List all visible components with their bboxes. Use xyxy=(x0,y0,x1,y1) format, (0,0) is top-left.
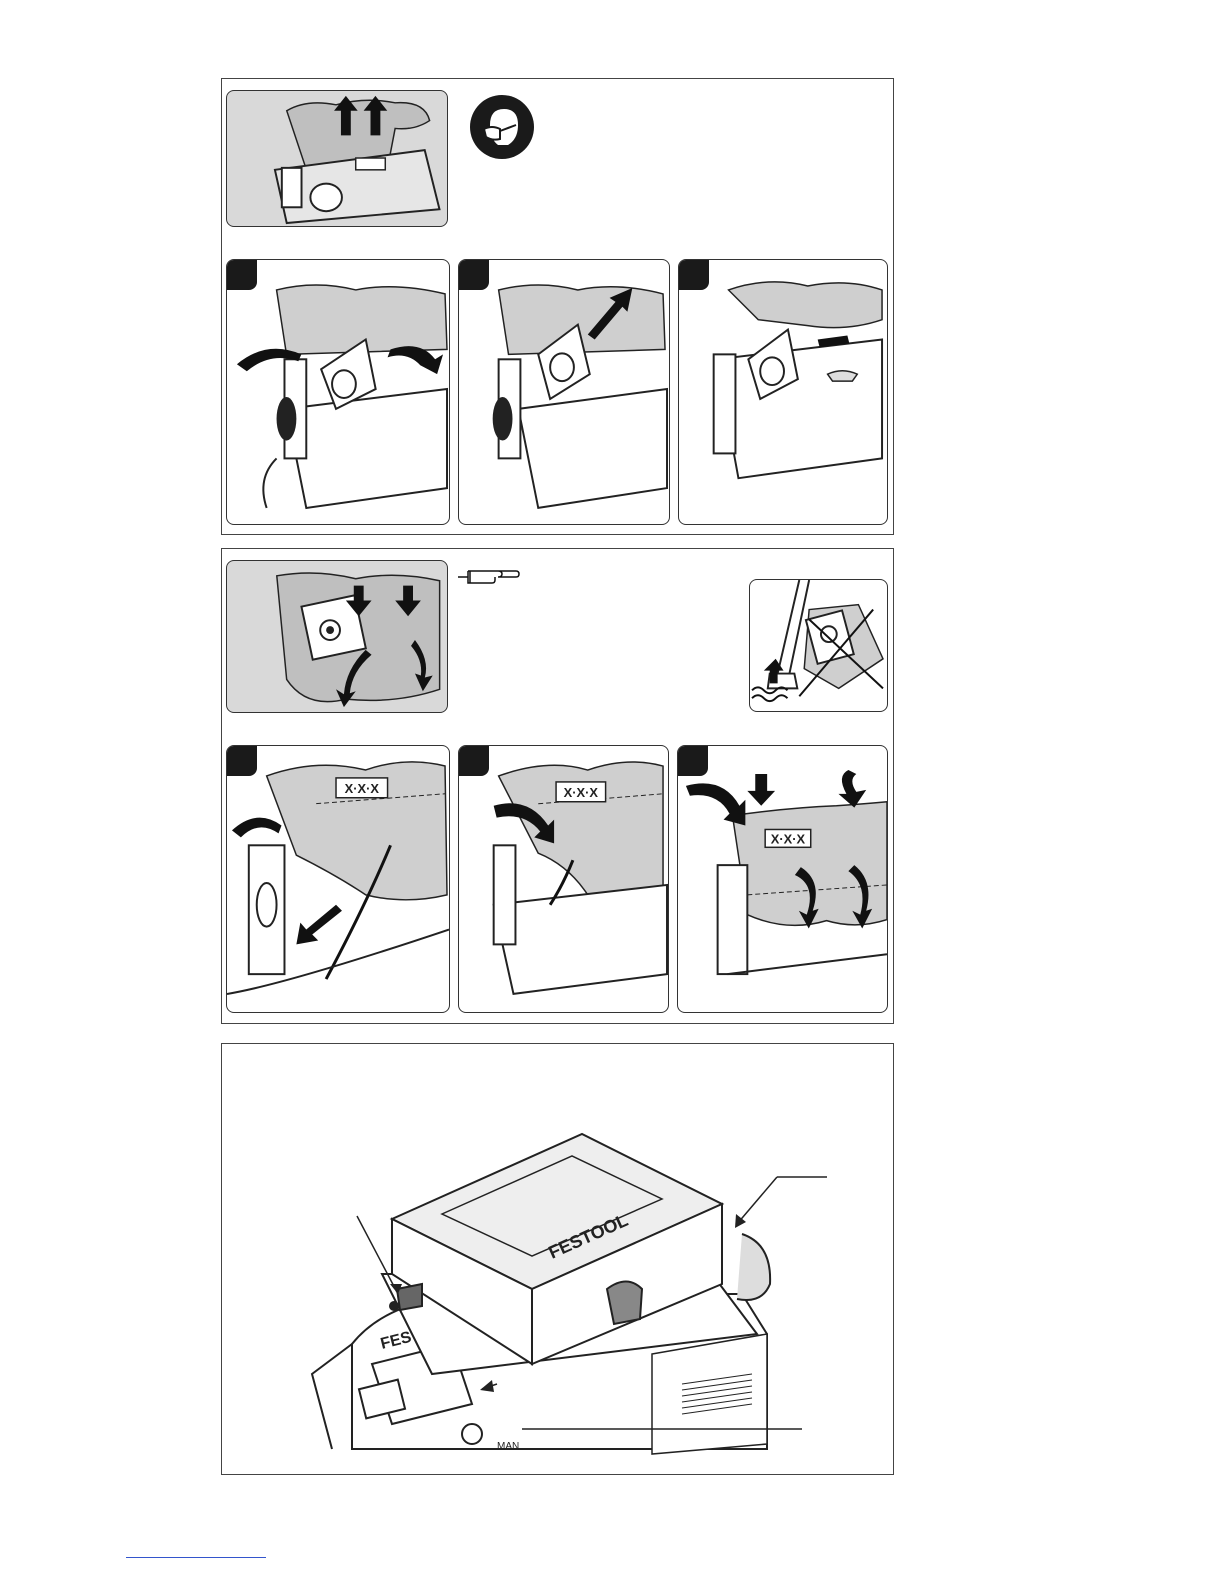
footer-line xyxy=(126,1557,266,1558)
no-liquids-panel xyxy=(749,579,888,712)
remove-step-3-illustration xyxy=(679,260,887,524)
dial-mark: MAN xyxy=(497,1441,519,1452)
remove-step-1-illustration xyxy=(227,260,449,524)
dust-mask-icon xyxy=(470,95,534,159)
insert-step-1: X·X·X xyxy=(226,745,450,1013)
step-badge xyxy=(227,746,257,776)
insert-step-3: X·X·X xyxy=(677,745,888,1013)
insert-step-3-illustration: X·X·X xyxy=(678,746,887,1012)
step-badge xyxy=(227,260,257,290)
step-badge xyxy=(678,746,708,776)
step-badge xyxy=(459,746,489,776)
insert-step-2: X·X·X xyxy=(458,745,669,1013)
overview-remove-panel xyxy=(226,90,448,227)
systainer-illustration: FESTOOL MAN FESTOOL xyxy=(222,1044,895,1476)
remove-step-3 xyxy=(678,259,888,525)
overview-remove-illustration xyxy=(227,91,447,226)
insert-step-1-illustration: X·X·X xyxy=(227,746,449,1012)
pointing-hand-icon xyxy=(458,566,520,588)
overview-insert-panel xyxy=(226,560,448,713)
remove-step-1 xyxy=(226,259,450,525)
no-liquids-illustration xyxy=(750,580,887,711)
step-badge xyxy=(459,260,489,290)
remove-step-2-illustration xyxy=(459,260,669,524)
step-badge xyxy=(679,260,709,290)
remove-step-2 xyxy=(458,259,670,525)
section-systainer: FESTOOL MAN FESTOOL xyxy=(221,1043,894,1475)
bag-label: X·X·X xyxy=(564,785,599,800)
bag-label: X·X·X xyxy=(771,831,806,846)
insert-step-2-illustration: X·X·X xyxy=(459,746,668,1012)
overview-insert-illustration xyxy=(227,561,447,712)
bag-label: X·X·X xyxy=(345,781,380,796)
